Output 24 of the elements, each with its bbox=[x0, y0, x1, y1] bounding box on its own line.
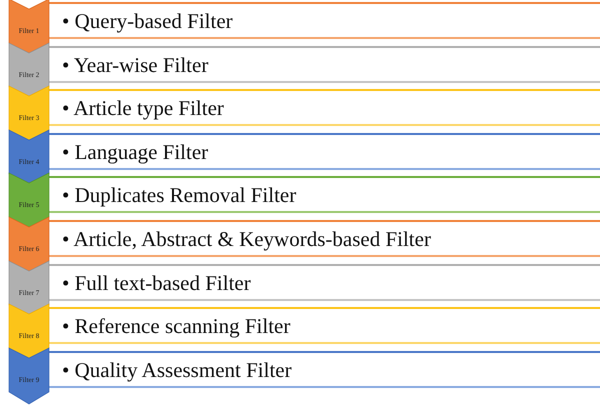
list-item-box bbox=[49, 2, 600, 39]
chevron-shape bbox=[9, 173, 49, 230]
list-item-box bbox=[49, 220, 600, 257]
chevron-shape bbox=[9, 0, 49, 55]
item-text: • Article, Abstract & Keywords-based Filter bbox=[62, 227, 431, 252]
chevron-shape bbox=[9, 217, 49, 273]
item-text: • Language Filter bbox=[62, 140, 208, 165]
list-item-box bbox=[49, 176, 600, 214]
chevron-shape bbox=[9, 348, 49, 404]
list-item-box bbox=[49, 264, 600, 301]
item-text: • Quality Assessment Filter bbox=[62, 358, 292, 383]
item-text: • Query-based Filter bbox=[62, 9, 233, 34]
list-item-box bbox=[49, 350, 600, 388]
list-item-box bbox=[49, 89, 600, 126]
list-item-box bbox=[49, 132, 600, 170]
item-text: • Article type Filter bbox=[62, 96, 224, 122]
item-text: • Year-wise Filter bbox=[62, 52, 208, 78]
item-text: • Duplicates Removal Filter bbox=[62, 183, 296, 208]
list-item-box bbox=[49, 307, 600, 344]
chevron-shape bbox=[9, 304, 49, 360]
item-text: • Reference scanning Filter bbox=[62, 314, 290, 340]
list-item-box bbox=[49, 46, 600, 83]
item-text: • Full text-based Filter bbox=[62, 270, 251, 296]
chevron-shape bbox=[9, 86, 49, 142]
